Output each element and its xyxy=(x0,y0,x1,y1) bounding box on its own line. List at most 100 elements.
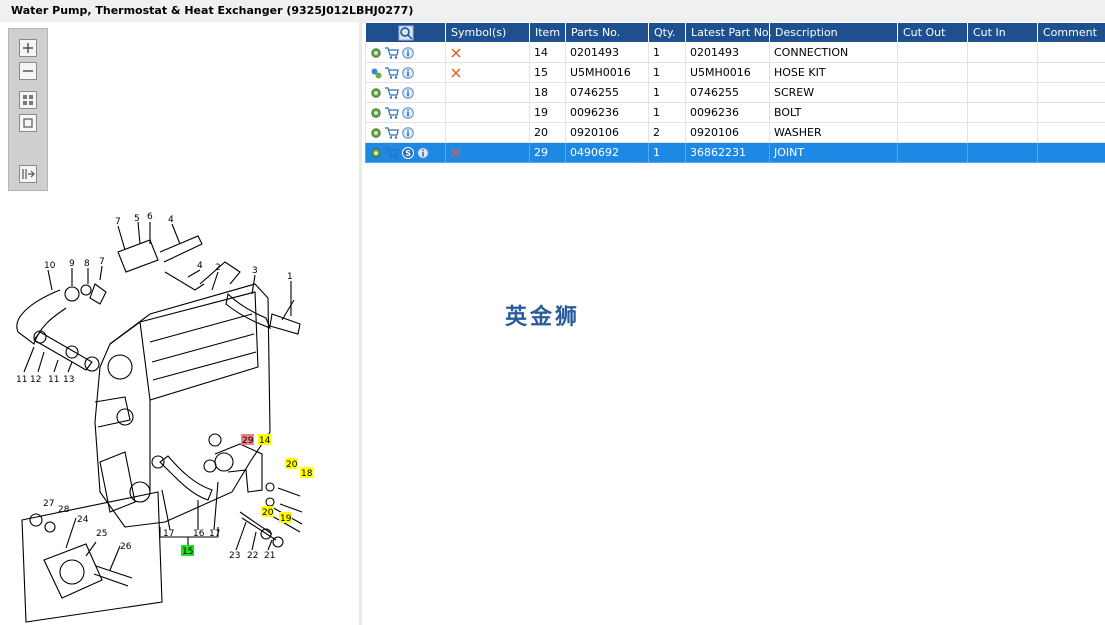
symbol-cell xyxy=(445,122,530,143)
info-icon xyxy=(402,127,414,139)
description-cell: BOLT xyxy=(769,102,898,123)
callout-29: 29 xyxy=(242,436,254,446)
callout-box xyxy=(258,434,271,445)
column-header-parts-no[interactable]: Parts No. xyxy=(565,22,649,43)
label: 22 xyxy=(247,551,258,561)
row-actions-cell[interactable] xyxy=(365,62,446,83)
column-header-latest-part-no[interactable]: Latest Part No. xyxy=(685,22,772,43)
label: 17 xyxy=(163,529,174,539)
parts-no-cell: 0096236 xyxy=(565,102,649,123)
parts-no-cell: 0746255 xyxy=(565,82,649,103)
callout-20b: 20 xyxy=(262,508,274,518)
remove-x-icon[interactable] xyxy=(450,147,462,159)
export-arrow-icon xyxy=(22,169,35,179)
window-titlebar: Water Pump, Thermostat & Heat Exchanger … xyxy=(0,0,1105,23)
latest-part-no-cell: 0096236 xyxy=(685,102,770,123)
comment-cell xyxy=(1037,82,1105,103)
column-header-comment[interactable]: Comment xyxy=(1037,22,1105,43)
cut-in-cell xyxy=(967,122,1038,143)
symbol-cell xyxy=(445,62,530,83)
description-cell: SCREW xyxy=(769,82,898,103)
remove-x-icon[interactable] xyxy=(450,67,462,79)
cut-in-cell xyxy=(967,142,1038,163)
callout-box xyxy=(241,434,254,445)
column-header-symbols[interactable]: Symbol(s) xyxy=(445,22,530,43)
label: 21 xyxy=(264,551,275,561)
square-icon xyxy=(23,118,33,128)
column-header-qty[interactable]: Qty. xyxy=(648,22,686,43)
callout-box xyxy=(261,506,274,517)
comment-cell xyxy=(1037,142,1105,163)
fit-all-button[interactable] xyxy=(19,91,37,109)
table-header: Symbol(s) Item Parts No. Qty. Latest Par… xyxy=(365,22,1105,43)
parts-no-cell: U5MH0016 xyxy=(565,62,649,83)
row-actions-cell[interactable] xyxy=(365,102,446,123)
cart-icon xyxy=(385,107,399,119)
item-cell: 18 xyxy=(529,82,566,103)
cut-out-cell xyxy=(897,42,968,63)
callout-box xyxy=(300,467,313,478)
column-header-description[interactable]: Description xyxy=(769,22,898,43)
row-actions-cell[interactable] xyxy=(365,42,446,63)
symbol-cell xyxy=(445,102,530,123)
column-header-item[interactable]: Item xyxy=(529,22,566,43)
cart-icon xyxy=(385,147,399,159)
parts-no-cell: 0490692 xyxy=(565,142,649,163)
label: 4 xyxy=(168,215,174,225)
label: 9 xyxy=(69,259,75,269)
label: 10 xyxy=(44,261,56,271)
column-header-cut-in[interactable]: Cut In xyxy=(967,22,1038,43)
qty-cell: 1 xyxy=(648,142,686,163)
info-icon xyxy=(402,47,414,59)
description-cell: JOINT xyxy=(769,142,898,163)
cut-out-cell xyxy=(897,82,968,103)
label: 24 xyxy=(77,515,89,525)
label: 28 xyxy=(58,505,70,515)
column-header-cut-out[interactable]: Cut Out xyxy=(897,22,968,43)
diagram-pane[interactable]: 1 2 3 4 4 5 6 7 7 8 9 10 11 11 12 13 16 … xyxy=(0,22,362,625)
parts-table: Symbol(s) Item Parts No. Qty. Latest Par… xyxy=(365,22,1105,163)
remove-x-icon[interactable] xyxy=(450,47,462,59)
callout-18: 18 xyxy=(301,469,313,479)
cut-in-cell xyxy=(967,62,1038,83)
label: 2 xyxy=(215,263,221,273)
latest-part-no-cell: 0746255 xyxy=(685,82,770,103)
column-header-tools[interactable] xyxy=(365,22,446,43)
row-actions-cell[interactable] xyxy=(365,82,446,103)
symbol-cell xyxy=(445,142,530,163)
search-icon xyxy=(398,25,413,40)
grid-icon xyxy=(23,95,33,105)
exploded-diagram[interactable]: 1 2 3 4 4 5 6 7 7 8 9 10 11 11 12 13 16 … xyxy=(0,22,359,625)
label: 16 xyxy=(193,529,205,539)
label: 7 xyxy=(99,257,105,267)
gear-icon xyxy=(371,88,381,98)
cut-out-cell xyxy=(897,122,968,143)
description-cell: CONNECTION xyxy=(769,42,898,63)
qty-cell: 1 xyxy=(648,62,686,83)
parts-no-cell: 0920106 xyxy=(565,122,649,143)
label: 27 xyxy=(43,499,54,509)
label: 8 xyxy=(84,259,90,269)
gears-icon xyxy=(371,68,382,79)
qty-cell: 2 xyxy=(648,122,686,143)
zoom-in-button[interactable] xyxy=(19,39,37,57)
export-button[interactable] xyxy=(19,165,37,183)
comment-cell xyxy=(1037,62,1105,83)
zoom-out-button[interactable] xyxy=(19,62,37,80)
watermark: 英金狮 xyxy=(505,305,581,330)
row-actions-cell[interactable]: S xyxy=(365,142,446,163)
label: 1 xyxy=(287,272,293,282)
cart-icon xyxy=(385,47,399,59)
parts-pane: Symbol(s) Item Parts No. Qty. Latest Par… xyxy=(365,22,1105,625)
qty-cell: 1 xyxy=(648,42,686,63)
row-actions-cell[interactable] xyxy=(365,122,446,143)
actual-size-button[interactable] xyxy=(19,114,37,132)
window-title: Water Pump, Thermostat & Heat Exchanger … xyxy=(11,4,414,17)
label: 11 xyxy=(48,375,59,385)
